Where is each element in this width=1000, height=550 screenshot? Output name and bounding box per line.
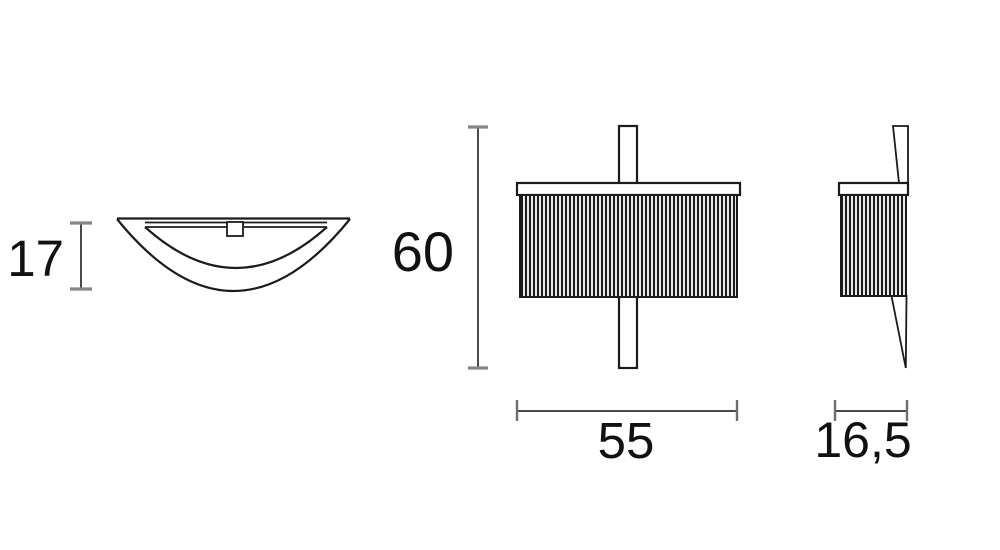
- dimension-top-depth: 17: [7, 221, 92, 291]
- side-view-top-cap: [837, 181, 910, 197]
- dimension-label-17: 17: [7, 230, 64, 287]
- dimension-label-55: 55: [598, 412, 655, 469]
- front-view-pleated-shade: [519, 194, 738, 298]
- front-view-stem-top: [617, 124, 639, 187]
- side-view-stem-top: [892, 125, 909, 184]
- dimension-side-depth: 16,5: [814, 400, 912, 468]
- dimension-front-width: 55: [515, 400, 739, 469]
- dimension-label-60: 60: [392, 220, 454, 283]
- front-view-stem-bottom: [617, 293, 639, 370]
- side-view-stem-bottom: [890, 295, 908, 369]
- top-view-inner-arc: [144, 226, 328, 269]
- top-view-mount-tab: [226, 221, 244, 237]
- front-view: [515, 124, 742, 370]
- dimension-label-16-5: 16,5: [814, 412, 911, 468]
- side-view-pleated-shade: [840, 194, 907, 297]
- top-view: [116, 217, 351, 292]
- front-view-top-cap: [515, 181, 742, 197]
- side-view: [837, 125, 910, 369]
- top-view-outer-arc: [116, 218, 351, 292]
- dimension-front-height: 60: [392, 125, 488, 370]
